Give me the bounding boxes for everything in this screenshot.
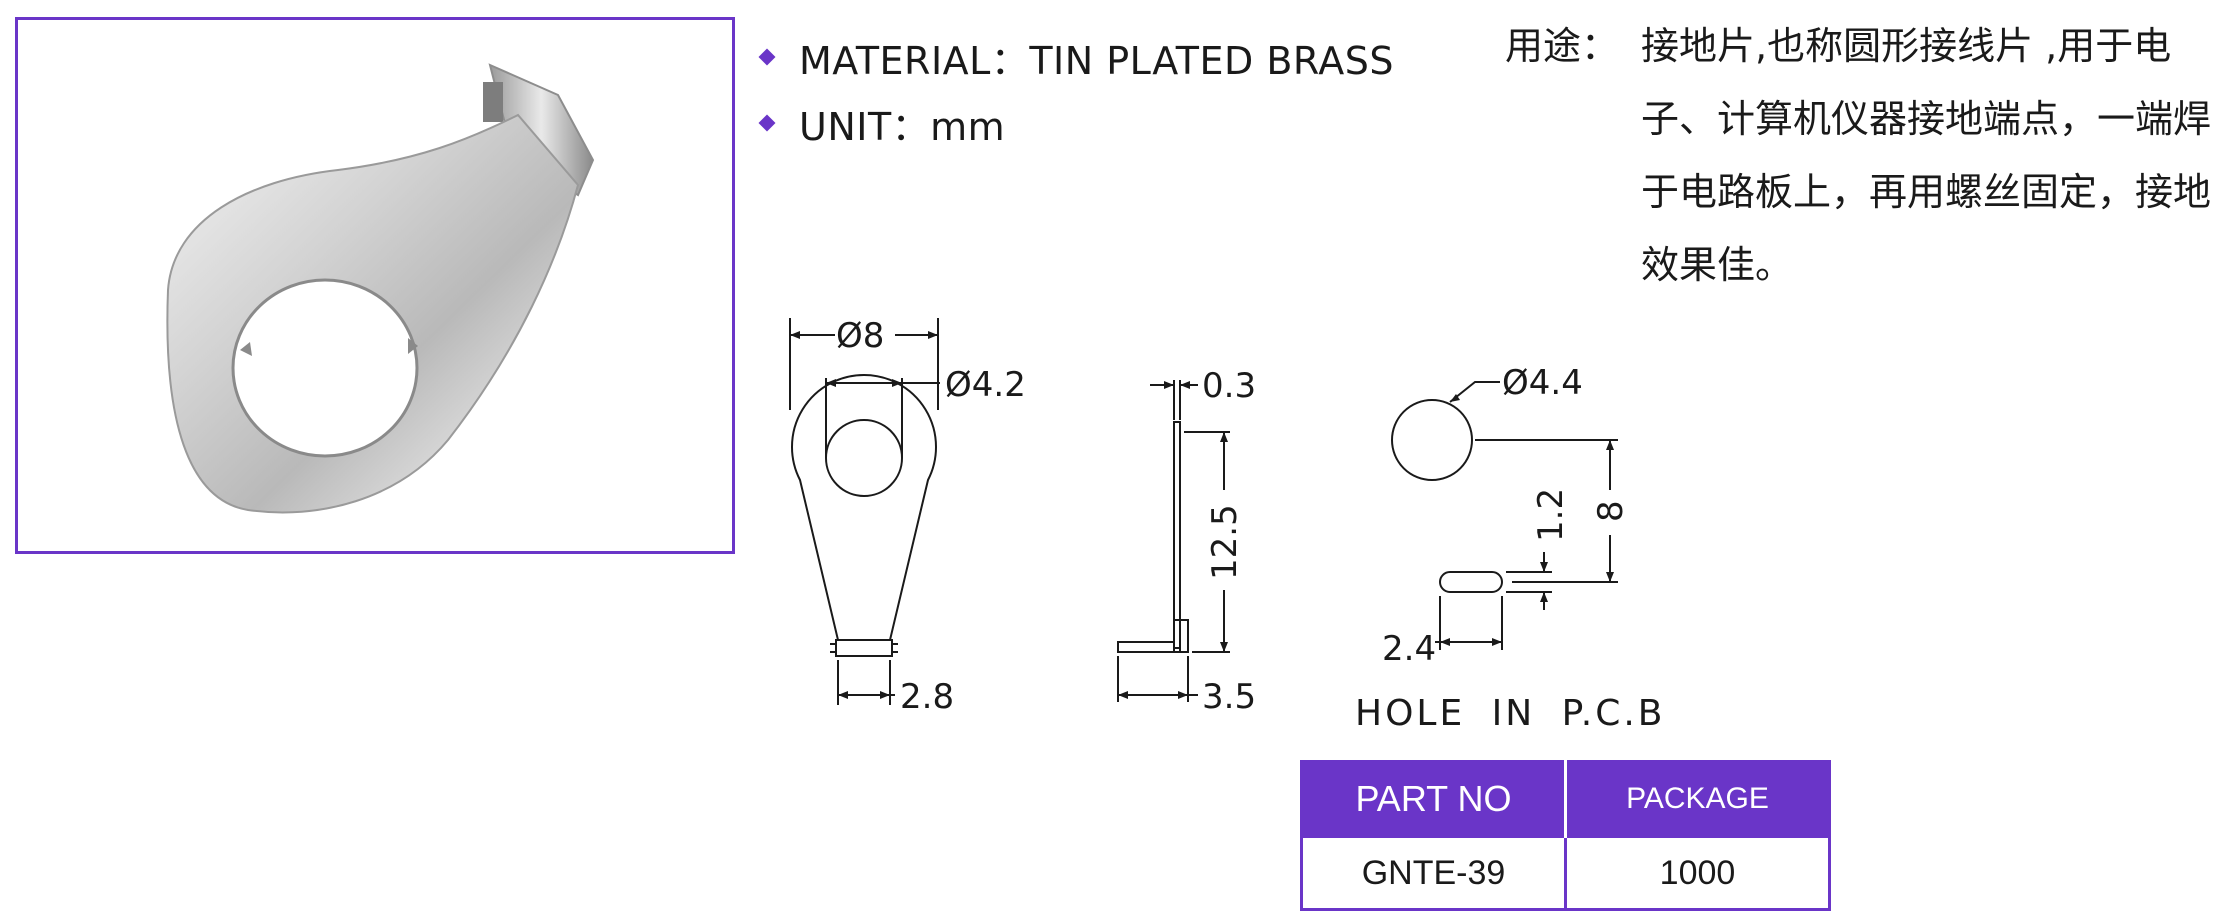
table-row: GNTE-39 1000 bbox=[1301, 835, 1830, 910]
dim-thickness: 0.3 bbox=[1202, 366, 1256, 406]
dim-hole-diameter: Ø4.4 bbox=[1502, 363, 1583, 403]
cell-package: 1000 bbox=[1565, 835, 1830, 910]
dim-height: 12.5 bbox=[1205, 504, 1245, 580]
spec-unit: UNIT：mm bbox=[755, 90, 1394, 156]
diamond-bullet-icon bbox=[758, 48, 776, 66]
spec-list: MATERIAL：TIN PLATED BRASS UNIT：mm bbox=[755, 24, 1394, 156]
cell-part-no: GNTE-39 bbox=[1301, 835, 1567, 910]
dim-slot-height: 1.2 bbox=[1531, 488, 1571, 542]
dim-pitch: 8 bbox=[1591, 500, 1631, 522]
dim-slot-width: 2.4 bbox=[1382, 629, 1436, 669]
usage-label: 用途： bbox=[1505, 24, 1620, 68]
pcb-hole-view bbox=[1391, 381, 1618, 650]
front-view bbox=[789, 318, 940, 705]
header-part-no: PART NO bbox=[1301, 761, 1567, 837]
dim-foot: 3.5 bbox=[1202, 677, 1256, 710]
dim-tab-width: 2.8 bbox=[900, 677, 954, 710]
diamond-bullet-icon bbox=[758, 114, 776, 132]
dim-inner-diameter: Ø4.2 bbox=[945, 365, 1026, 405]
product-photo bbox=[15, 17, 735, 554]
spec-unit-text: UNIT：mm bbox=[799, 104, 1006, 149]
spec-material: MATERIAL：TIN PLATED BRASS bbox=[755, 24, 1394, 90]
spec-material-text: MATERIAL：TIN PLATED BRASS bbox=[799, 38, 1394, 83]
usage-text: 接地片,也称圆形接线片 ,用于电子、计算机仪器接地端点，一端焊于电路板上，再用螺… bbox=[1641, 24, 2212, 287]
hole-caption: HOLE IN P.C.B bbox=[1355, 693, 1666, 734]
part-table: PART NO PACKAGE GNTE-39 1000 bbox=[1300, 760, 1831, 911]
table-header-row: PART NO PACKAGE bbox=[1301, 761, 1830, 837]
ring-terminal-image bbox=[166, 63, 595, 514]
dim-outer-diameter: Ø8 bbox=[836, 316, 884, 356]
technical-drawing: Ø8 Ø4.2 2.8 0.3 12.5 3.5 Ø4.4 1.2 8 2.4 bbox=[789, 316, 1631, 710]
header-package: PACKAGE bbox=[1565, 761, 1830, 837]
